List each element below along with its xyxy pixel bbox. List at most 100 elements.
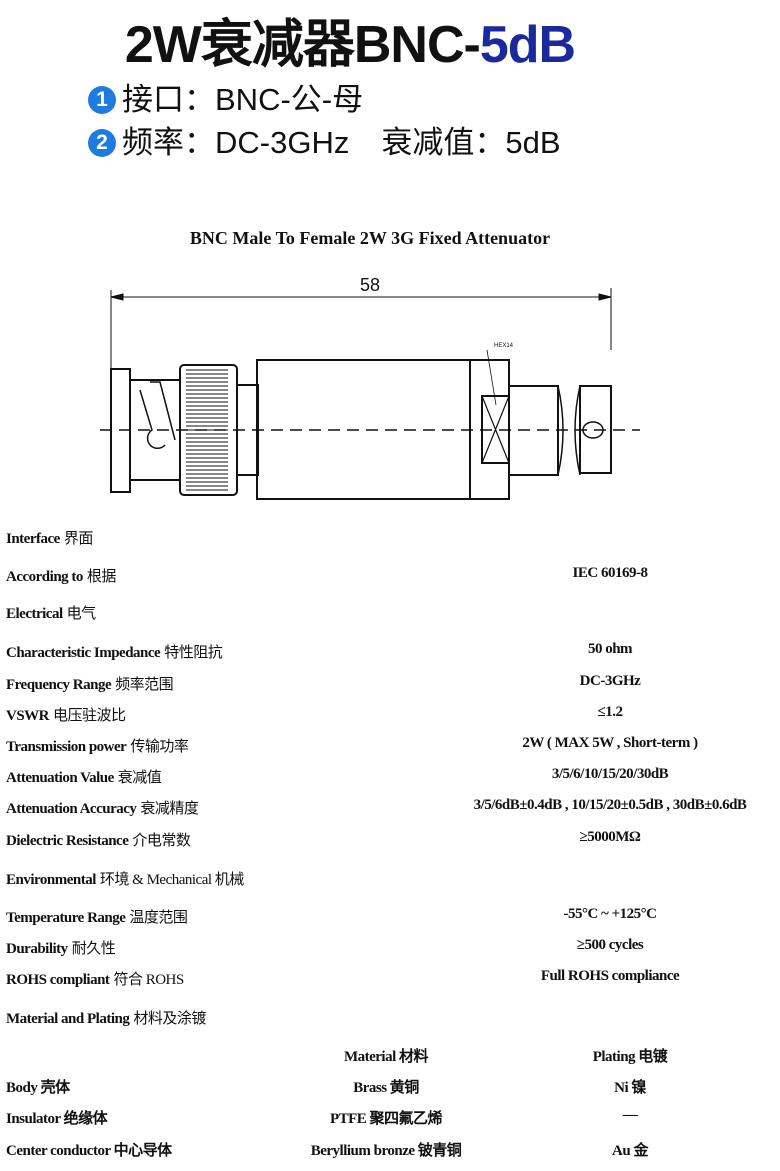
spec-label-zh: 衰减精度 [140,801,199,817]
spec-label-en: Attenuation Value [6,770,114,786]
spec-label-zh: 电气 [66,606,97,622]
number-badge-icon: 2 [88,129,116,157]
materials-row: Body 壳体 Brass 黄铜 Ni 镍 [6,1076,780,1100]
spec-label-en: Frequency Range [6,677,112,693]
spec-label-zh: 温度范围 [129,910,188,926]
product-title: 2W衰减器BNC-5dB [0,10,700,80]
spec-value: Full ROHS compliance [540,968,680,984]
hex-leader [486,349,497,406]
spec-value: -55°C ~ +125°C [563,906,657,922]
material-column-header: Material 材料 [343,1049,429,1065]
hex-label: HEX14 [494,343,514,349]
dimension-line [110,288,612,395]
spec-label-en: Temperature Range [6,910,126,926]
spec-label-en: Dielectric Resistance [6,833,129,849]
dimension-label: 58 [360,275,380,295]
spec-label-zh: 衰减值 [117,770,162,786]
spec-label-zh: 传输功率 [130,739,189,755]
spec-value: ≥5000MΩ [579,829,641,845]
spec-label-zh: 电压驻波比 [53,708,126,724]
spec-value: 3/5/6dB±0.4dB , 10/15/20±0.5dB , 30dB±0.… [473,797,747,813]
feature-label: 接口： [122,82,215,117]
spec-label-en: ROHS compliant [6,972,110,988]
spec-label-en: Environmental [6,872,96,888]
spec-label-zh: 符合 ROHS [113,972,184,988]
plating-value: Au 金 [612,1143,648,1159]
part-name: Body 壳体 [6,1080,70,1096]
feature-label: 衰减值： [381,125,506,160]
spec-label-en: Durability [6,941,68,957]
materials-header: Material 材料 Plating 电镀 [6,1045,780,1069]
spec-value: DC-3GHz [579,673,641,689]
spec-value: 3/5/6/10/15/20/30dB [551,766,669,782]
material-value: PTFE 聚四氟乙烯 [329,1111,443,1127]
feature-value: 5dB [505,125,561,160]
material-value: Beryllium bronze 铍青铜 [310,1143,462,1159]
spec-label-zh: 根据 [86,569,117,585]
spec-label-en: Attenuation Accuracy [6,801,137,817]
female-body [508,385,559,476]
spec-label-en: Interface [6,531,60,547]
spec-label-zh: 特性阻抗 [164,645,223,661]
knurl-lines [186,369,228,491]
spec-label-en: Transmission power [6,739,127,755]
spec-label-en: Material and Plating [6,1011,130,1027]
bayonet-slot [139,381,176,450]
feature-line-frequency: 2 频率： DC-3GHz 衰减值： 5dB [88,123,561,163]
spec-value: 50 ohm [587,641,633,657]
spec-label-zh: 界面 [63,531,94,547]
attenuator-drawing: 58 HEX14 [100,275,640,500]
material-value: Brass 黄铜 [353,1080,419,1096]
spec-value: IEC 60169-8 [572,565,648,581]
plating-value: Ni 镍 [614,1080,646,1096]
spec-label-zh: 环境 & Mechanical 机械 [99,872,244,888]
attenuator-body [256,359,471,500]
spec-label-zh: 频率范围 [115,677,174,693]
spec-label-en: According to [6,569,83,585]
spec-label-zh: 耐久性 [71,941,116,957]
spec-label-en: Electrical [6,606,63,622]
feature-label: 频率： [122,125,215,160]
title-main: 2W衰减器BNC- [124,16,481,74]
spec-value: ≥500 cycles [576,937,644,953]
number-badge-icon: 1 [88,86,116,114]
title-accent: 5dB [479,16,576,74]
spec-label-en: Characteristic Impedance [6,645,161,661]
spec-value: ≤1.2 [597,704,623,720]
part-name: Center conductor 中心导体 [6,1143,172,1159]
plating-value: — [622,1107,638,1123]
drawing-title: BNC Male To Female 2W 3G Fixed Attenuato… [189,228,551,248]
spec-label-zh: 材料及涂镀 [133,1011,206,1027]
feature-value: BNC-公-母 [215,82,364,117]
materials-row: Insulator 绝缘体 PTFE 聚四氟乙烯 — [6,1107,780,1131]
part-name: Insulator 绝缘体 [6,1111,108,1127]
materials-row: Center conductor 中心导体 Beryllium bronze 铍青… [6,1139,780,1163]
plating-column-header: Plating 电镀 [592,1049,668,1065]
